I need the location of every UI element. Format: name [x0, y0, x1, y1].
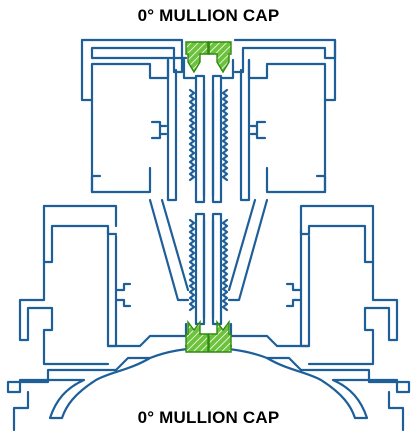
- central-stem: [182, 58, 235, 326]
- top-gasket: [185, 41, 232, 74]
- upper-cap-profile: [80, 38, 337, 202]
- bottom-gasket: [185, 319, 232, 353]
- top-caption: 0° MULLION CAP: [137, 6, 280, 25]
- lower-profile: [6, 228, 411, 432]
- middle-frame: [42, 198, 375, 302]
- bottom-caption: 0° MULLION CAP: [137, 408, 280, 427]
